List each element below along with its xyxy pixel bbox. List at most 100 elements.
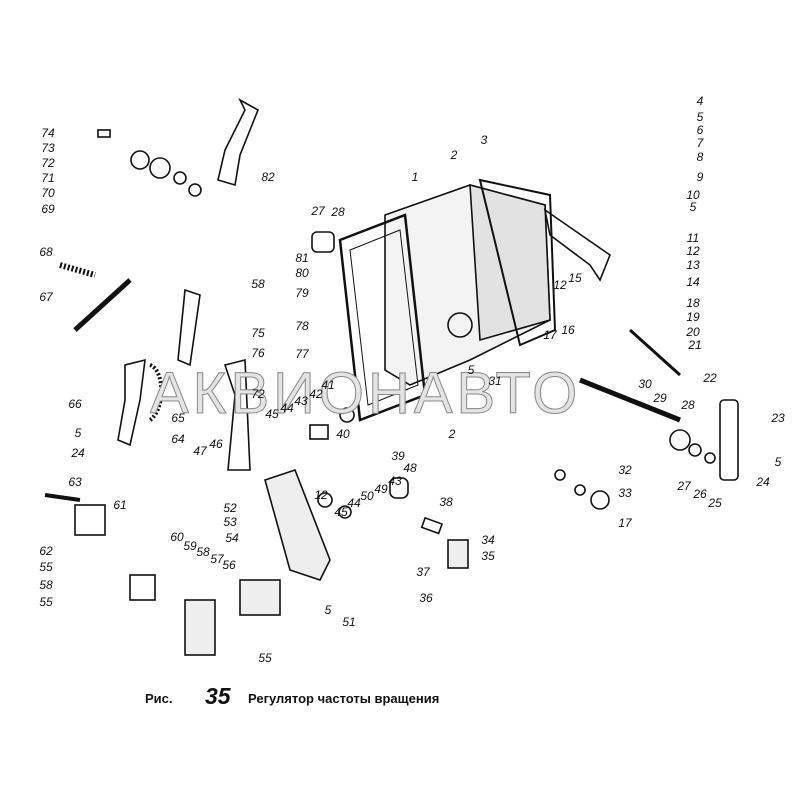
callout-label: 5 bbox=[467, 363, 475, 377]
callout-label: 60 bbox=[170, 530, 184, 544]
figure-title: Регулятор частоты вращения bbox=[248, 691, 440, 706]
figure-number: 35 bbox=[205, 683, 231, 709]
callout-label: 23 bbox=[771, 411, 785, 425]
callout-label: 28 bbox=[331, 205, 345, 219]
watermark: АКВИОНАВТО bbox=[149, 361, 582, 427]
callout-label: 1 bbox=[411, 170, 419, 184]
callout-label: 28 bbox=[681, 398, 695, 412]
callout-label: 32 bbox=[618, 463, 632, 477]
callout-label: 22 bbox=[703, 371, 717, 385]
callout-label: 55 bbox=[258, 651, 272, 665]
callout-label: 5 bbox=[696, 110, 704, 124]
callout-label: 44 bbox=[347, 496, 361, 510]
right-side-parts bbox=[309, 208, 739, 569]
callout-label: 43 bbox=[294, 394, 308, 408]
callout-label: 11 bbox=[686, 231, 700, 245]
callout-label: 3 bbox=[480, 133, 488, 147]
callout-label: 61 bbox=[113, 498, 127, 512]
callout-label: 51 bbox=[342, 615, 356, 629]
callout-label: 53 bbox=[223, 515, 237, 529]
callout-label: 2 bbox=[450, 148, 458, 162]
callout-label: 68 bbox=[39, 245, 53, 259]
callout-label: 15 bbox=[568, 271, 582, 285]
callout-label: 45 bbox=[334, 505, 348, 519]
callout-label: 24 bbox=[71, 446, 85, 460]
callout-label: 76 bbox=[251, 346, 265, 360]
callout-label: 67 bbox=[39, 290, 53, 304]
callout-label: 55 bbox=[39, 560, 53, 574]
callout-label: 58 bbox=[251, 277, 265, 291]
callout-label: 40 bbox=[336, 427, 350, 441]
callout-label: 38 bbox=[439, 495, 453, 509]
callout-label: 46 bbox=[209, 437, 223, 451]
callout-label: 66 bbox=[68, 397, 82, 411]
callout-label: 39 bbox=[391, 449, 405, 463]
callout-label: 26 bbox=[693, 487, 707, 501]
callout-label: 13 bbox=[686, 258, 700, 272]
callout-label: 30 bbox=[638, 377, 652, 391]
callout-label: 29 bbox=[653, 391, 667, 405]
callout-label: 54 bbox=[225, 531, 239, 545]
callout-label: 6 bbox=[696, 123, 704, 137]
callout-label: 58 bbox=[196, 545, 210, 559]
callout-label: 65 bbox=[171, 411, 185, 425]
callout-label: 19 bbox=[686, 310, 700, 324]
callout-label: 62 bbox=[39, 544, 53, 558]
callout-label: 57 bbox=[210, 552, 224, 566]
callout-label: 56 bbox=[222, 558, 236, 572]
callout-label: 48 bbox=[403, 461, 417, 475]
callout-label: 58 bbox=[39, 578, 53, 592]
callout-label: 82 bbox=[261, 170, 275, 184]
callout-label: 59 bbox=[183, 539, 197, 553]
callout-label: 12 bbox=[314, 488, 328, 502]
callout-label: 12 bbox=[686, 244, 700, 258]
governor-housing bbox=[311, 178, 557, 422]
callout-label: 73 bbox=[41, 141, 55, 155]
callout-label: 72 bbox=[251, 387, 265, 401]
callout-label: 12 bbox=[553, 278, 567, 292]
callout-label: 75 bbox=[251, 326, 265, 340]
callout-label: 47 bbox=[193, 444, 207, 458]
callout-label: 21 bbox=[688, 338, 702, 352]
callout-label: 5 bbox=[324, 603, 332, 617]
callout-label: 20 bbox=[686, 325, 700, 339]
callout-label: 79 bbox=[295, 286, 309, 300]
callout-label: 44 bbox=[280, 401, 294, 415]
callout-label: 24 bbox=[756, 475, 770, 489]
callout-label: 70 bbox=[41, 186, 55, 200]
callout-label: 14 bbox=[686, 275, 700, 289]
callout-label: 7 bbox=[696, 136, 704, 150]
callout-label: 27 bbox=[311, 204, 325, 218]
callout-label: 5 bbox=[74, 426, 82, 440]
callout-label: 37 bbox=[416, 565, 430, 579]
callout-label: 43 bbox=[388, 474, 402, 488]
callout-label: 5 bbox=[689, 200, 697, 214]
callout-label: 8 bbox=[696, 150, 704, 164]
callout-label: 17 bbox=[618, 516, 632, 530]
callout-label: 31 bbox=[488, 374, 502, 388]
callout-label: 49 bbox=[374, 482, 388, 496]
callout-label: 80 bbox=[295, 266, 309, 280]
callout-label: 17 bbox=[543, 328, 557, 342]
callout-label: 63 bbox=[68, 475, 82, 489]
callout-label: 36 bbox=[419, 591, 433, 605]
callout-label: 4 bbox=[696, 94, 704, 108]
callout-label: 41 bbox=[321, 378, 335, 392]
figure-prefix: Рис. bbox=[145, 691, 173, 706]
callout-label: 50 bbox=[360, 489, 374, 503]
callout-label: 64 bbox=[171, 432, 185, 446]
callout-label: 72 bbox=[41, 156, 55, 170]
callout-label: 74 bbox=[41, 126, 55, 140]
callout-label: 9 bbox=[696, 170, 704, 184]
callout-label: 16 bbox=[561, 323, 575, 337]
callout-label: 27 bbox=[677, 479, 691, 493]
callout-label: 81 bbox=[295, 251, 309, 265]
callout-label: 78 bbox=[295, 319, 309, 333]
callout-label: 52 bbox=[223, 501, 237, 515]
callout-label: 45 bbox=[265, 407, 279, 421]
callout-label: 25 bbox=[708, 496, 722, 510]
callout-label: 77 bbox=[295, 347, 309, 361]
top-left-parts bbox=[44, 98, 331, 656]
